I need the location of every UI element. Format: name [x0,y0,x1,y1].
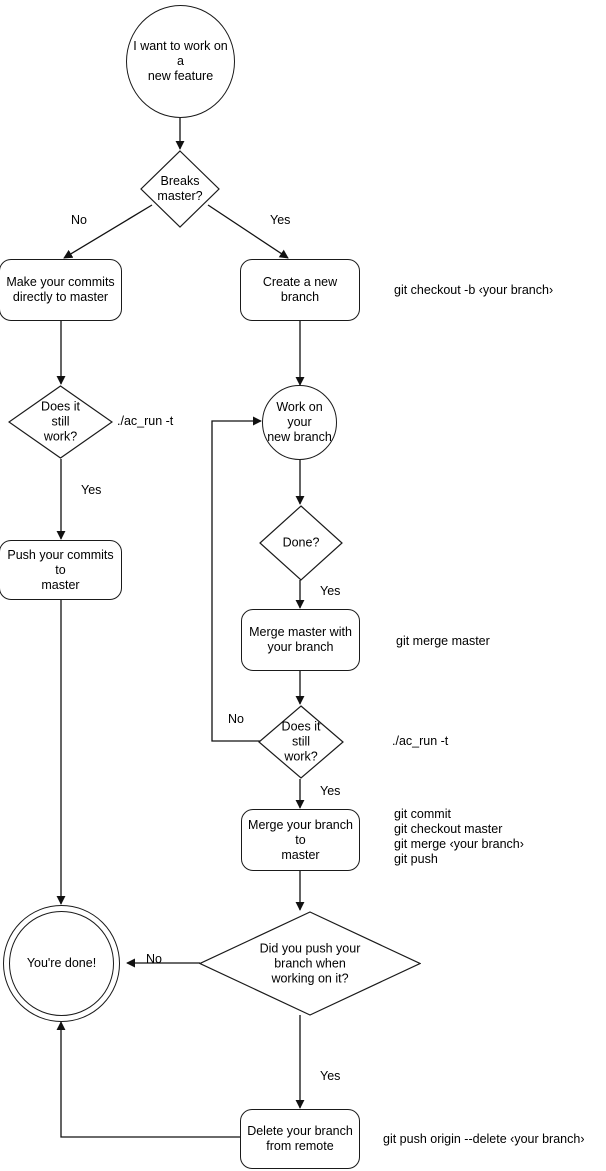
node-did-you-push-label: Did you push your branch when working on… [259,941,361,985]
node-left-does-it-work[interactable]: Does it still work? [8,385,113,459]
node-youre-done[interactable]: You're done! [3,905,120,1022]
edge-label-didpush-yes: Yes [320,1069,341,1083]
node-right-does-it-work[interactable]: Does it still work? [258,705,344,779]
node-did-you-push[interactable]: Did you push your branch when working on… [199,911,421,1016]
annotation-right-test-cmd: ./ac_run -t [392,734,449,748]
edge-label-leftworks-yes: Yes [81,483,102,497]
edge-label-didpush-no: No [146,952,162,966]
diamond-shape [259,505,343,581]
diamond-shape [199,911,421,1016]
node-merge-master-label: Merge master with your branch [249,625,352,654]
node-done-question[interactable]: Done? [259,505,343,581]
node-work-on-branch-label: Work on your new branch [267,400,332,444]
node-merge-branch[interactable]: Merge your branch to master [241,809,360,871]
annotation-create-branch-cmd: git checkout -b ‹your branch› [394,283,554,297]
node-push-commits[interactable]: Push your commits to master [0,540,122,600]
node-breaks-master-label: Breaks master? [157,174,203,203]
edge-rightworks-no-loop [211,416,262,742]
annotation-merge-master-cmd: git merge master [396,634,490,648]
annotation-delete-branch-cmd: git push origin --delete ‹your branch› [383,1132,585,1146]
node-done-question-label: Done? [282,535,320,550]
edge-label-breaks-yes: Yes [270,213,291,227]
edge-label-rightworks-no: No [228,712,244,726]
node-create-branch[interactable]: Create a new branch [240,259,360,321]
node-right-does-it-work-label: Does it still work? [281,719,321,764]
node-youre-done-label: You're done! [26,956,97,970]
annotation-merge-branch-cmds: git commit git checkout master git merge… [394,807,524,866]
node-make-commits[interactable]: Make your commits directly to master [0,259,122,321]
node-delete-branch-label: Delete your branch from remote [247,1124,353,1153]
node-breaks-master[interactable]: Breaks master? [140,150,220,228]
node-start[interactable]: I want to work on a new feature [126,5,235,118]
node-merge-master[interactable]: Merge master with your branch [241,609,360,671]
node-make-commits-label: Make your commits directly to master [6,275,115,304]
edge-label-done-yes: Yes [320,584,341,598]
node-create-branch-label: Create a new branch [262,275,338,304]
edge-label-rightworks-yes: Yes [320,784,341,798]
node-delete-branch[interactable]: Delete your branch from remote [240,1109,360,1169]
node-work-on-branch[interactable]: Work on your new branch [262,385,337,460]
node-left-does-it-work-label: Does it still work? [41,399,80,444]
edge-label-breaks-no: No [71,213,87,227]
node-start-label: I want to work on a new feature [133,39,228,83]
node-merge-branch-label: Merge your branch to master [248,817,353,862]
diamond-shape [140,150,220,228]
diamond-shape [258,705,344,779]
node-push-commits-label: Push your commits to master [7,547,114,592]
annotation-left-test-cmd: ./ac_run -t [117,414,174,428]
diamond-shape [8,385,113,459]
edge-deletebranch-to-done [56,1021,241,1138]
